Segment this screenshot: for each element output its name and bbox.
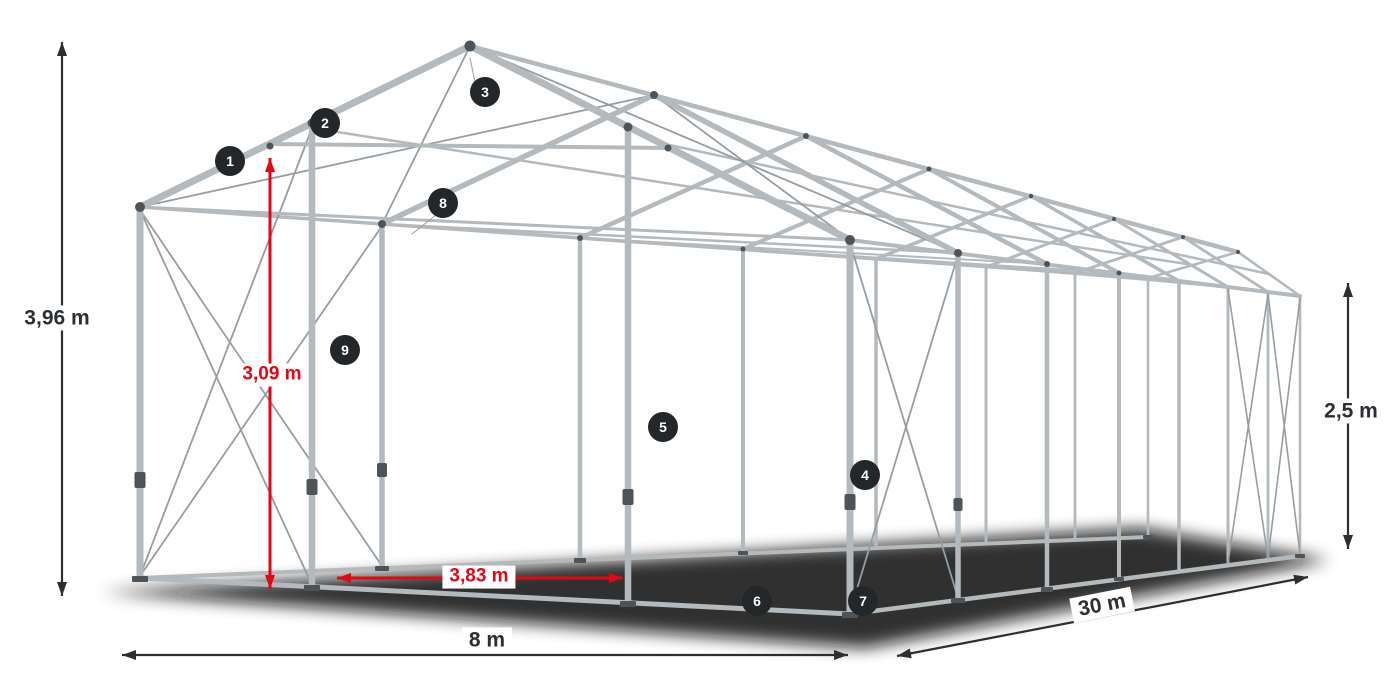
truss-front xyxy=(136,42,854,618)
callout-badge-8: 8 xyxy=(428,188,458,218)
dim-label-inner-width: 3,83 m xyxy=(442,565,516,589)
callout-badge-4: 4 xyxy=(850,460,880,490)
callout-badge-1: 1 xyxy=(215,146,245,176)
dim-label-inner-height: 3,09 m xyxy=(235,363,309,387)
dim-label-width: 8 m xyxy=(461,627,513,653)
callout-badge-2: 2 xyxy=(310,108,340,138)
truss-2 xyxy=(379,92,961,603)
callout-badge-5: 5 xyxy=(648,412,678,442)
callout-badge-7: 7 xyxy=(848,586,878,616)
truss-8 xyxy=(1146,250,1302,558)
truss-7 xyxy=(1073,235,1270,562)
dim-label-side-height: 2,5 m xyxy=(1317,398,1385,424)
longitudinal-members xyxy=(137,43,1303,617)
dim-label-total-height: 3,96 m xyxy=(17,305,97,331)
diagonal-braces xyxy=(139,45,1301,613)
tent-frame xyxy=(132,40,1305,618)
callout-badge-6: 6 xyxy=(742,586,772,616)
callout-badge-9: 9 xyxy=(330,335,360,365)
truss-3 xyxy=(577,133,1050,592)
callout-badge-3: 3 xyxy=(470,77,500,107)
ground-shadow xyxy=(100,528,1330,648)
